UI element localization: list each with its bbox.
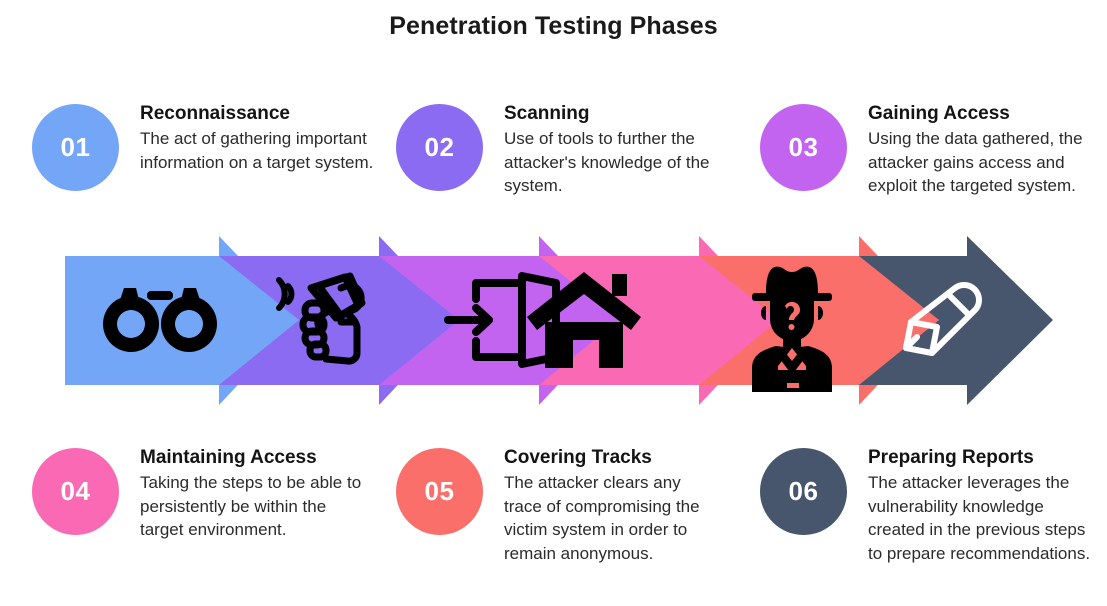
phase-text-2: Scanning Use of tools to further the att… [504, 102, 734, 198]
page-title: Penetration Testing Phases [389, 12, 718, 40]
phase-number-3: 03 [788, 132, 819, 162]
phase-number-1: 01 [60, 132, 91, 162]
phase-desc-1: The act of gathering important informati… [140, 129, 374, 172]
phase-desc-6: The attacker leverages the vulnerability… [868, 473, 1091, 563]
phase-badge-6: 06 [760, 448, 847, 535]
phase-badge-2: 02 [396, 104, 483, 191]
phase-desc-2: Use of tools to further the attacker's k… [504, 129, 710, 195]
phase-title-4: Maintaining Access [140, 447, 317, 468]
phase-desc-5: The attacker clears any trace of comprom… [504, 473, 700, 563]
phase-text-5: Covering Tracks The attacker clears any … [504, 446, 719, 565]
phase-number-2: 02 [424, 132, 455, 162]
phase-title-6: Preparing Reports [868, 447, 1034, 468]
phase-text-4: Maintaining Access Taking the steps to b… [140, 446, 368, 542]
phase-badge-3: 03 [760, 104, 847, 191]
phase-number-5: 05 [424, 476, 455, 506]
barcode-scanner-icon [276, 272, 366, 365]
phase-badge-4: 04 [32, 448, 119, 535]
phase-desc-3: Using the data gathered, the attacker ga… [868, 129, 1083, 195]
house-icon [527, 272, 641, 368]
phase-badge-5: 05 [396, 448, 483, 535]
phase-text-1: Reconnaissance The act of gathering impo… [140, 102, 375, 174]
phase-title-2: Scanning [504, 103, 590, 124]
phase-badge-1: 01 [32, 104, 119, 191]
phase-title-3: Gaining Access [868, 103, 1010, 124]
pencil-icon [903, 282, 982, 356]
phase-text-6: Preparing Reports The attacker leverages… [868, 446, 1100, 565]
chevron-segment-6 [859, 236, 1053, 405]
anonymous-spy-icon [752, 266, 832, 392]
phase-number-4: 04 [60, 476, 91, 506]
phase-text-3: Gaining Access Using the data gathered, … [868, 102, 1096, 198]
phase-number-6: 06 [788, 476, 819, 506]
binoculars-icon [103, 288, 217, 352]
phase-desc-4: Taking the steps to be able to persisten… [140, 473, 362, 539]
chevron-segment-1 [65, 236, 299, 405]
phase-title-5: Covering Tracks [504, 447, 652, 468]
phase-title-1: Reconnaissance [140, 103, 290, 124]
